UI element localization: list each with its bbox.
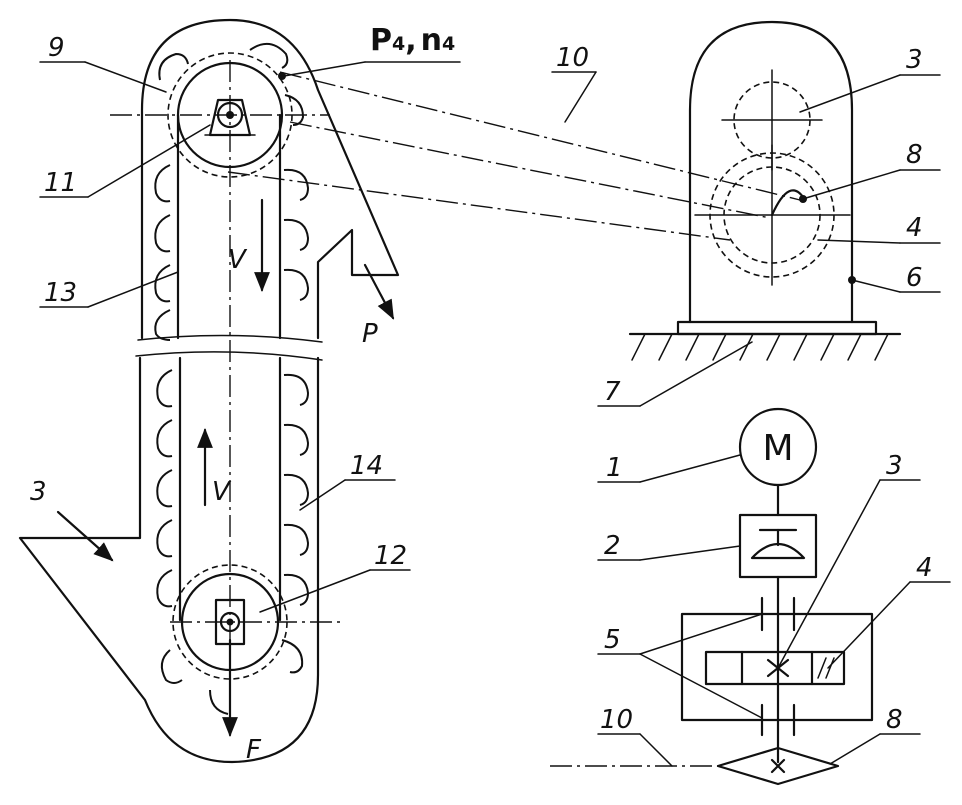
bucket-elevator	[18, 18, 400, 764]
chain-line-upper	[279, 71, 801, 201]
coupling-half	[750, 543, 806, 560]
kinematic-scheme	[550, 407, 874, 786]
label-10-drive: 10	[600, 705, 633, 735]
chain-line-mid	[289, 121, 771, 219]
pin-8	[799, 195, 807, 203]
output-sprocket	[716, 746, 840, 786]
elevator-casing-top	[140, 18, 400, 340]
label-10-top: 10	[556, 43, 589, 73]
bearings	[760, 596, 796, 737]
label-7: 7	[604, 377, 621, 407]
label-9: 9	[48, 33, 65, 63]
leaders	[39, 61, 951, 767]
label-13: 13	[44, 278, 77, 308]
elevator-casing-bottom	[18, 356, 320, 764]
break-line-2	[135, 351, 323, 361]
label-6: 6	[906, 263, 923, 293]
label-3-drive: 3	[886, 451, 903, 481]
gear-pair	[704, 650, 846, 686]
label-p-output: P	[362, 319, 378, 349]
pin-point	[278, 72, 286, 80]
gear-hatch	[817, 657, 835, 679]
chain-drive-lines	[227, 71, 801, 241]
label-3-gear: 3	[906, 45, 923, 75]
label-8-gear: 8	[906, 140, 923, 170]
label-3-inlet: 3	[30, 477, 47, 507]
chain-line-lower	[227, 171, 731, 241]
label-f-force: F	[246, 735, 262, 765]
label-8-drive: 8	[886, 705, 903, 735]
label-11: 11	[44, 168, 77, 198]
inlet-arrow	[56, 510, 114, 562]
gearbox-housing	[688, 20, 854, 324]
label-5: 5	[604, 625, 621, 655]
label-1: 1	[606, 453, 623, 483]
label-v-up: V	[212, 477, 232, 507]
label-4-drive: 4	[916, 553, 933, 583]
label-14: 14	[350, 451, 383, 481]
label-12: 12	[374, 541, 407, 571]
motor-symbol: M	[762, 428, 793, 469]
foot-shaft-center	[226, 618, 234, 626]
sprocket-cross	[770, 758, 786, 774]
label-2: 2	[604, 531, 621, 561]
power-speed-label: P4,n4	[370, 23, 455, 58]
left-buckets	[154, 52, 189, 684]
foundation-hatching	[631, 333, 889, 361]
output-arrow	[363, 263, 395, 320]
gearbox-base-plate	[676, 320, 878, 336]
reducer-box	[680, 612, 874, 722]
label-4-gear: 4	[906, 213, 923, 243]
label-v-down: V	[228, 245, 248, 275]
